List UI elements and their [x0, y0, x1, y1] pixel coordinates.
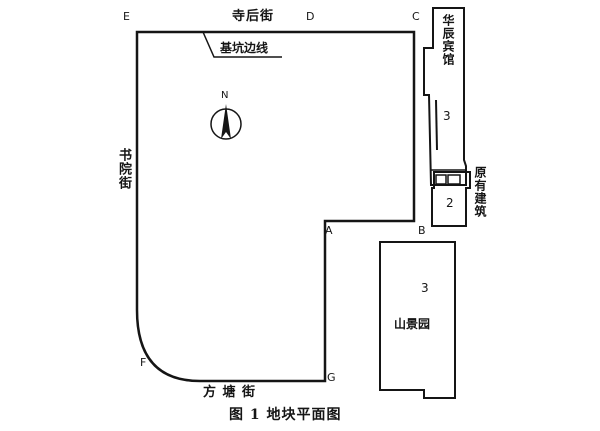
huachen-hotel-inner-line	[435, 99, 438, 151]
existing-building-annex-2	[447, 174, 461, 185]
pit-outline	[135, 30, 416, 383]
figure-caption: 图 1 地块平面图	[229, 407, 342, 423]
existing-building-number: 2	[446, 196, 454, 210]
point-label-d: D	[306, 10, 315, 23]
compass-north-label: N	[221, 90, 229, 101]
point-label-b: B	[418, 224, 426, 237]
existing-building-outline	[431, 171, 471, 227]
street-label-north: 寺后街	[232, 9, 275, 24]
existing-building-label: 原有建筑	[473, 166, 487, 218]
point-label-c: C	[412, 10, 420, 23]
shanjingyuan-number: 3	[421, 281, 429, 295]
street-label-west: 书院街	[116, 148, 131, 190]
huachen-hotel-label: 华辰宾馆	[441, 14, 455, 66]
huachen-hotel-number: 3	[443, 109, 451, 123]
point-label-a: A	[325, 224, 333, 237]
existing-building-annex	[435, 174, 447, 185]
huachen-hotel-outline	[423, 7, 467, 186]
shanjingyuan-label: 山景园	[394, 317, 431, 331]
north-compass	[210, 104, 242, 140]
point-label-g: G	[327, 371, 336, 384]
pit-edge-leader	[202, 31, 282, 58]
shanjingyuan-outline	[379, 241, 456, 399]
point-label-e: E	[123, 10, 130, 23]
point-label-f: F	[140, 356, 147, 369]
pit-edge-label: 基坑边线	[220, 41, 269, 55]
street-label-south: 方 塘 街	[203, 385, 257, 400]
